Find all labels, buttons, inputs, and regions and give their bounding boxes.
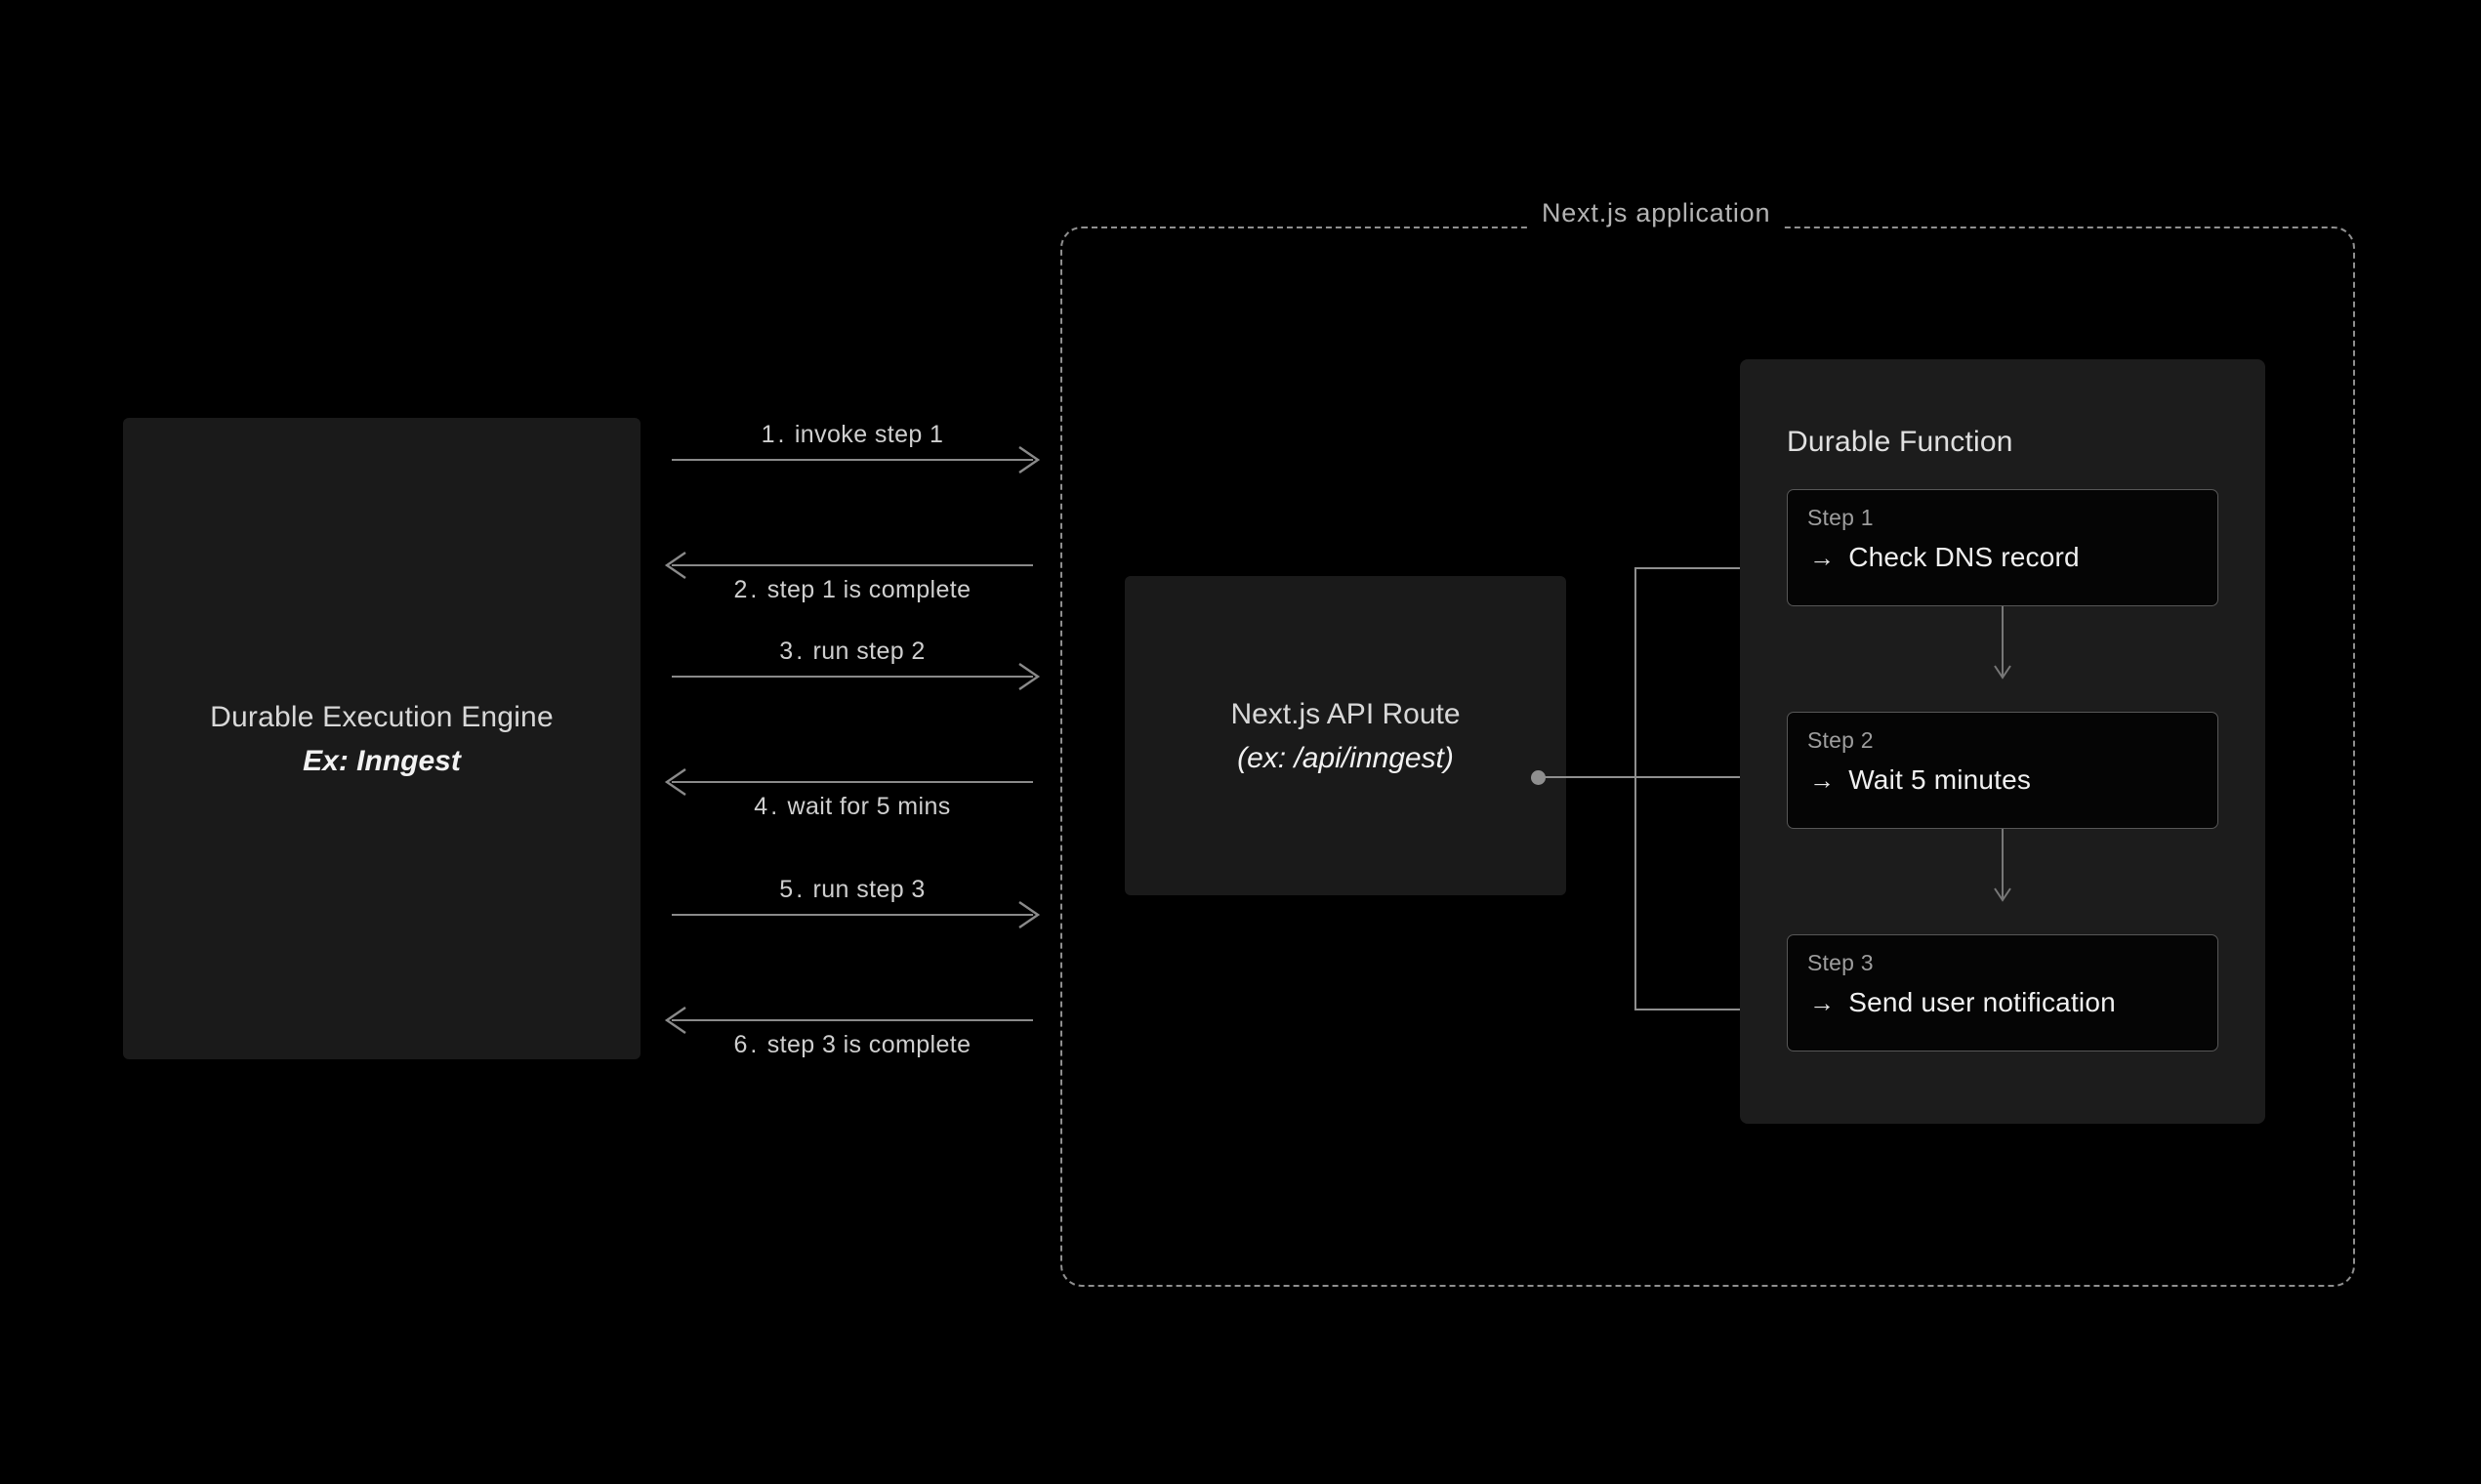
- durable-function-panel[interactable]: Durable Function Step 1 → Check DNS reco…: [1740, 359, 2265, 1124]
- message-index: 3.: [779, 638, 806, 665]
- arrow-right-icon: →: [1809, 543, 1836, 572]
- message-arrow-3: 3. run step 2: [672, 638, 1041, 690]
- arrowhead-right-icon: [1013, 446, 1041, 474]
- arrowhead-left-icon: [664, 768, 691, 796]
- message-index: 6.: [733, 1031, 761, 1058]
- connector-line-horizontal-main: [1543, 776, 1773, 778]
- message-text: step 3 is complete: [766, 1031, 972, 1058]
- step-label: Step 2: [1807, 727, 1874, 753]
- step-card-3[interactable]: Step 3 → Send user notification: [1787, 934, 2218, 1051]
- step-card-1[interactable]: Step 1 → Check DNS record: [1787, 489, 2218, 606]
- step-flow-arrow-1-to-2: [1994, 606, 2011, 680]
- message-label-1: 1. invoke step 1: [672, 421, 1033, 449]
- message-label-5: 5. run step 3: [672, 876, 1033, 904]
- durable-function-title: Durable Function: [1787, 426, 2013, 458]
- step-label: Step 3: [1807, 950, 1874, 975]
- step-description-text: Send user notification: [1848, 987, 2116, 1017]
- arrow-line: [672, 564, 1033, 566]
- arrow-right-icon: →: [1809, 765, 1836, 795]
- durable-execution-engine-box[interactable]: Durable Execution Engine Ex: Inngest: [123, 418, 641, 1059]
- message-index: 2.: [733, 576, 761, 603]
- connector-line-to-step-1: [1634, 567, 1773, 569]
- arrowhead-left-icon: [664, 1007, 691, 1034]
- message-text: run step 3: [812, 876, 926, 903]
- api-route-title: Next.js API Route: [1230, 697, 1461, 730]
- arrow-line: [672, 781, 1033, 783]
- message-text: wait for 5 mins: [787, 793, 951, 820]
- arrow-right-icon: →: [1809, 988, 1836, 1017]
- step-description: → Send user notification: [1809, 987, 2116, 1018]
- step-description-text: Wait 5 minutes: [1848, 764, 2032, 795]
- message-text: run step 2: [812, 638, 926, 665]
- nextjs-application-title: Next.js application: [1528, 198, 1785, 228]
- connector-dot-icon: [1531, 770, 1546, 785]
- arrow-line: [672, 1019, 1033, 1021]
- engine-subtitle: Ex: Inngest: [303, 744, 461, 777]
- message-index: 4.: [754, 793, 781, 820]
- message-arrow-4: 4. wait for 5 mins: [664, 768, 1033, 820]
- step-card-2[interactable]: Step 2 → Wait 5 minutes: [1787, 712, 2218, 829]
- step-description: → Check DNS record: [1809, 542, 2080, 573]
- message-arrow-1: 1. invoke step 1: [672, 421, 1041, 474]
- message-text: invoke step 1: [794, 421, 944, 448]
- arrowhead-right-icon: [1013, 901, 1041, 928]
- arrowhead-down-icon: [1994, 887, 2011, 902]
- arrow-line: [672, 914, 1033, 916]
- engine-title: Durable Execution Engine: [210, 700, 554, 733]
- arrowhead-right-icon: [1013, 663, 1041, 690]
- connector-line-to-step-3: [1634, 1009, 1773, 1010]
- step-label: Step 1: [1807, 505, 1874, 530]
- step-description-text: Check DNS record: [1848, 542, 2080, 572]
- message-label-6: 6. step 3 is complete: [672, 1031, 1033, 1059]
- arrow-line: [672, 459, 1033, 461]
- message-arrow-2: 2. step 1 is complete: [664, 552, 1033, 603]
- message-index: 5.: [779, 876, 806, 903]
- message-label-4: 4. wait for 5 mins: [672, 793, 1033, 821]
- step-description: → Wait 5 minutes: [1809, 764, 2031, 796]
- message-label-2: 2. step 1 is complete: [672, 576, 1033, 604]
- connector-line-vertical-bus: [1634, 567, 1636, 1010]
- message-arrow-5: 5. run step 3: [672, 876, 1041, 928]
- arrow-line: [672, 676, 1033, 678]
- step-flow-arrow-2-to-3: [1994, 829, 2011, 902]
- arrowhead-down-icon: [1994, 665, 2011, 680]
- nextjs-api-route-box[interactable]: Next.js API Route (ex: /api/inngest): [1125, 576, 1566, 895]
- arrowhead-left-icon: [664, 552, 691, 579]
- api-route-path: (ex: /api/inngest): [1237, 741, 1454, 774]
- message-label-3: 3. run step 2: [672, 638, 1033, 666]
- message-arrow-6: 6. step 3 is complete: [664, 1007, 1033, 1058]
- message-index: 1.: [761, 421, 788, 448]
- message-text: step 1 is complete: [766, 576, 972, 603]
